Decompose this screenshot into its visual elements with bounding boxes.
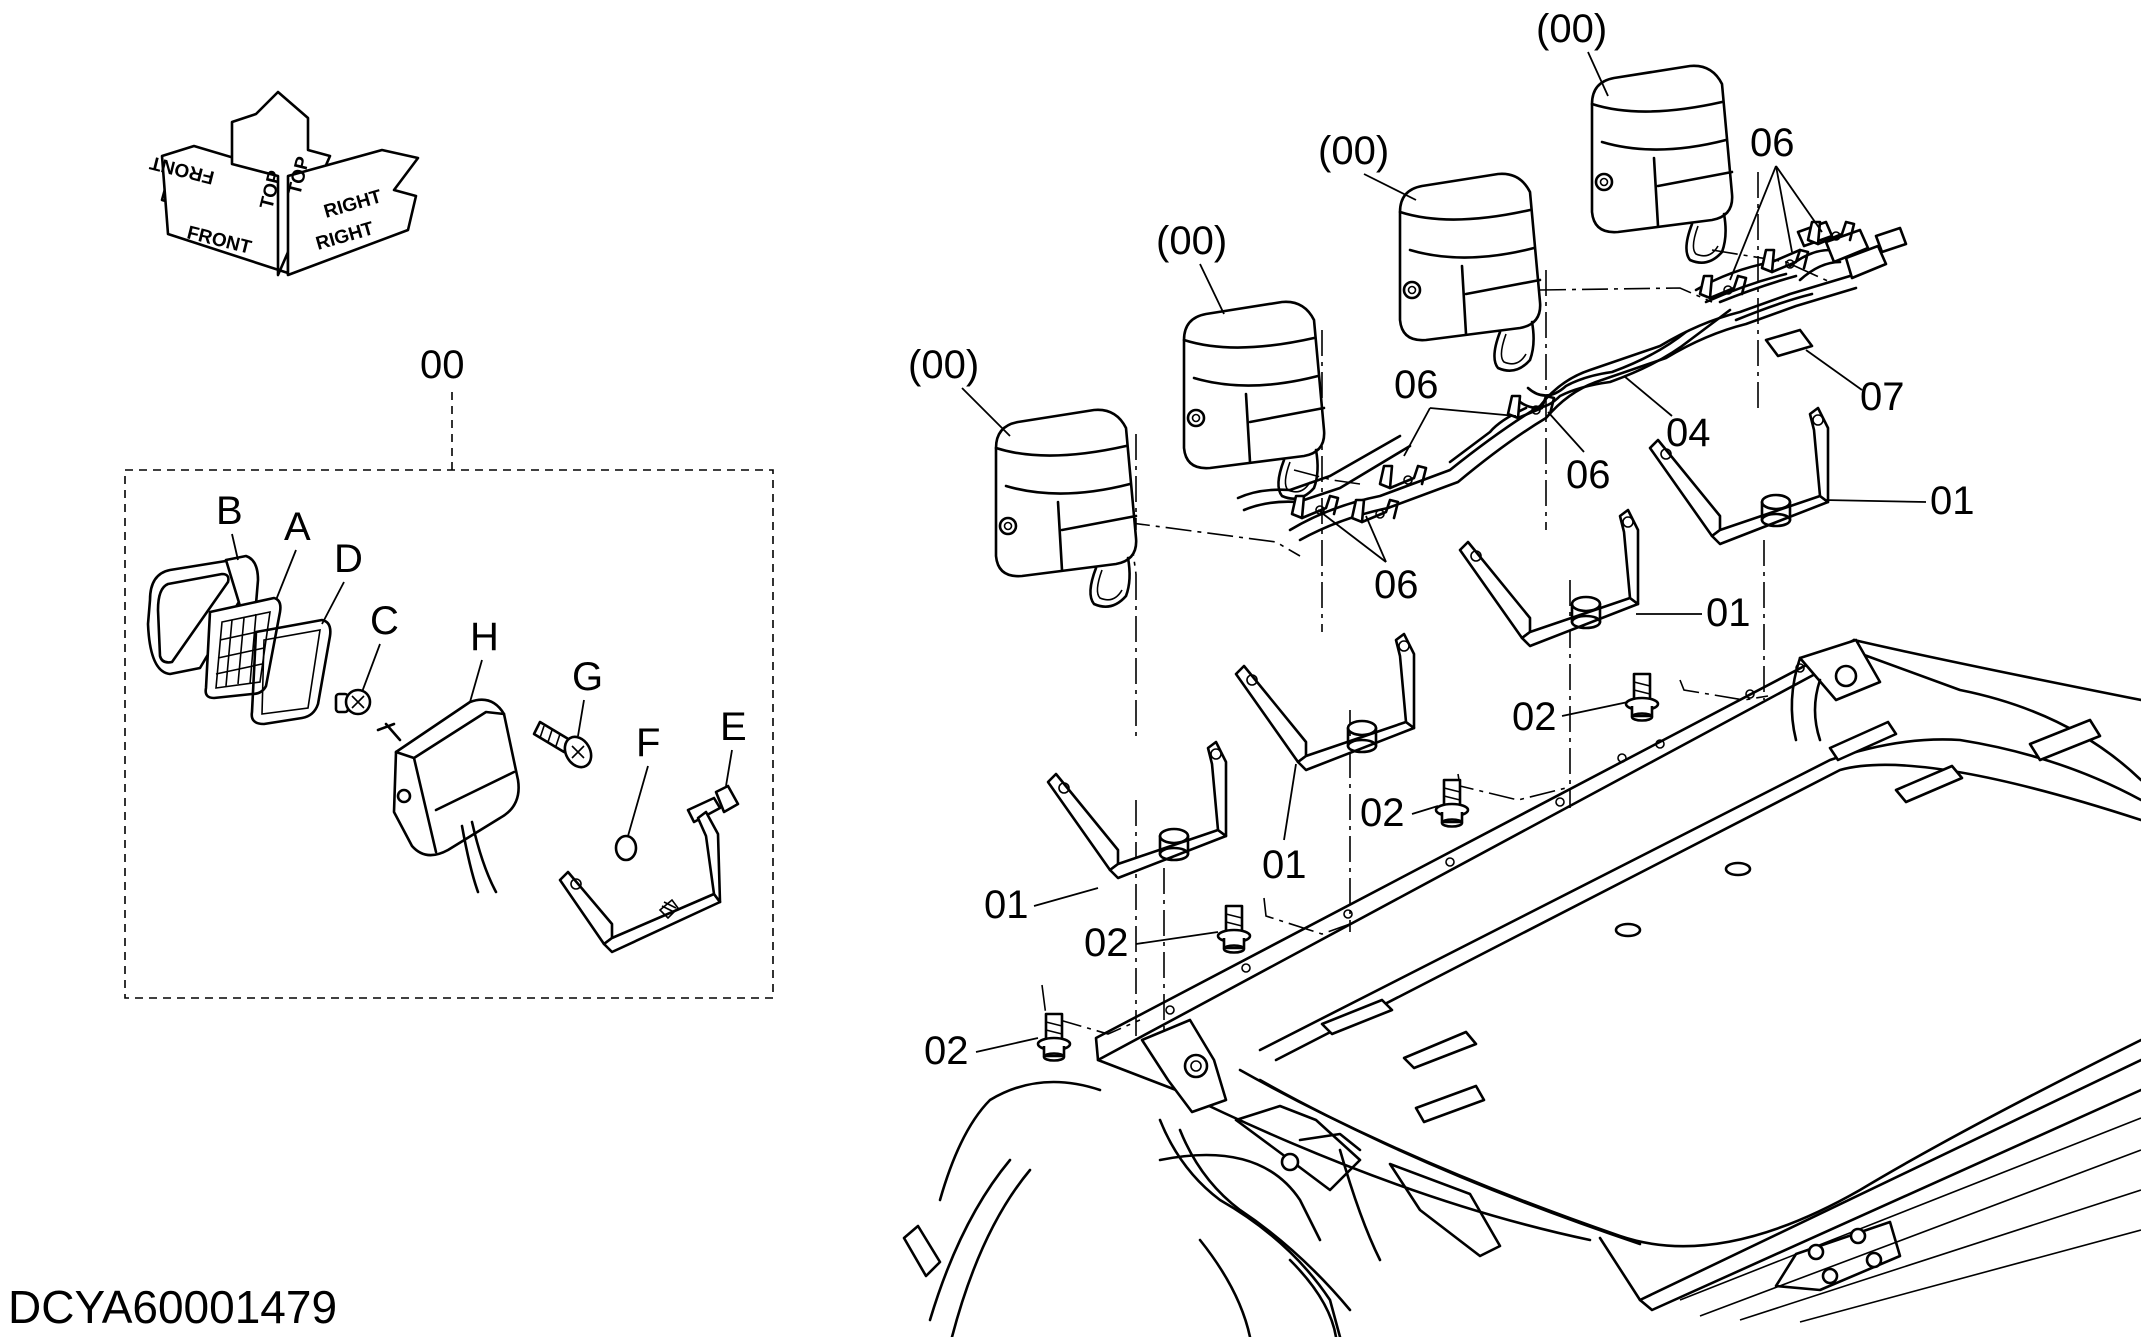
part-e-bolt <box>686 784 740 824</box>
callout-lamp-2: (00) <box>1156 219 1227 263</box>
callout-clip-mid: 06 <box>1566 453 1611 497</box>
orientation-indicator: FRONT FRONT TOP TOP RIGHT RIGHT <box>147 90 420 277</box>
wire-clip-1 <box>1290 494 1340 520</box>
callout-clip-lower: 06 <box>1374 563 1419 607</box>
callout-bracket-3: 01 <box>1706 591 1751 635</box>
part-b-label: B <box>216 489 243 533</box>
part-a-grille <box>204 596 282 700</box>
work-lamp-3 <box>1398 172 1542 372</box>
callout-clip-upper: 06 <box>1394 363 1439 407</box>
work-lamp-2 <box>1182 300 1326 500</box>
callout-lamp-3: (00) <box>1318 129 1389 173</box>
part-c-label: C <box>370 599 399 643</box>
callout-harness: 04 <box>1666 411 1711 455</box>
part-a-label: A <box>284 505 311 549</box>
part-g-label: G <box>572 655 603 699</box>
callout-clip-right: 06 <box>1750 121 1795 165</box>
assembly-centerlines <box>1041 172 1831 1036</box>
lamp-bracket-2 <box>1234 632 1416 772</box>
part-f-label: F <box>636 721 660 765</box>
callout-lamp-4: (00) <box>1536 7 1607 51</box>
callout-bracket-1: 01 <box>984 883 1029 927</box>
callout-connector-bracket: 07 <box>1860 375 1905 419</box>
flange-bolt-4 <box>1624 672 1660 722</box>
cab-roof <box>902 638 2141 1337</box>
part-d-gasket <box>250 618 332 726</box>
callout-bolt-2: 02 <box>1084 921 1129 965</box>
lamp-bracket-1 <box>1046 740 1228 880</box>
work-lamp-1 <box>994 408 1138 608</box>
wire-clip-3 <box>1378 464 1428 490</box>
callout-bolt-3: 02 <box>1360 791 1405 835</box>
flange-bolt-2 <box>1216 904 1252 954</box>
work-lamp-4 <box>1590 64 1734 264</box>
assembly-frame <box>124 469 774 999</box>
callout-lamp-1: (00) <box>908 343 979 387</box>
callout-bolt-4: 02 <box>1512 695 1557 739</box>
part-d-label: D <box>334 537 363 581</box>
part-e-label: E <box>720 705 747 749</box>
connector-bracket <box>1764 328 1814 358</box>
part-h-label: H <box>470 615 499 659</box>
part-g-screw <box>532 720 593 769</box>
lamp-bracket-3 <box>1458 508 1640 648</box>
part-c-bulb <box>334 688 372 716</box>
callouts: (00) (00) (00) (00) 06 06 06 06 04 07 01… <box>908 7 1975 1073</box>
part-b-lens-frame <box>146 554 260 676</box>
callout-bracket-2: 01 <box>1262 843 1307 887</box>
callout-bolt-1: 02 <box>924 1029 969 1073</box>
part-h-housing <box>376 698 520 894</box>
drawing-code: DCYA60001479 <box>8 1281 338 1333</box>
assembly-inset: 00 <box>124 343 774 999</box>
callout-bracket-4: 01 <box>1930 479 1975 523</box>
inset-bracket <box>558 810 722 954</box>
part-f-washer <box>614 834 638 862</box>
assembly-label: 00 <box>420 343 465 387</box>
